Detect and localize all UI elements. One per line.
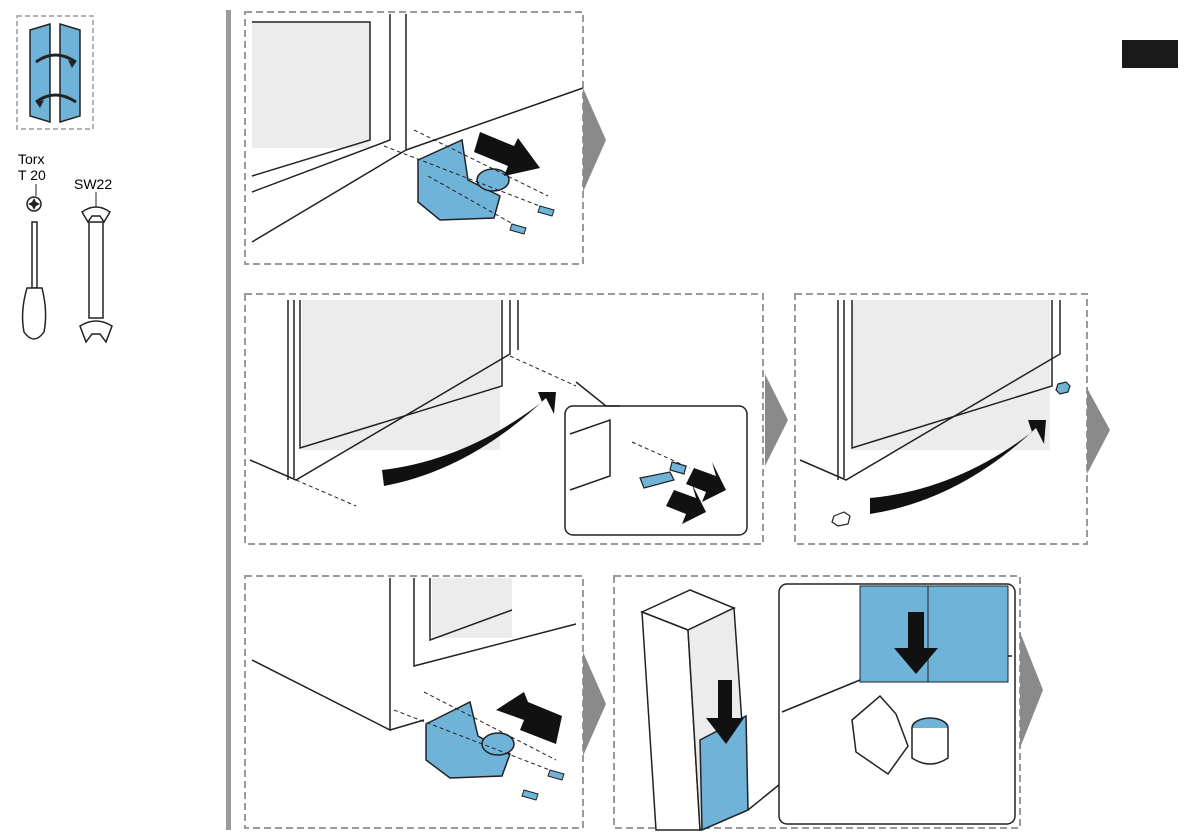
wrench-label: SW22 xyxy=(74,177,112,191)
next-step-arrow-icon xyxy=(1087,388,1110,474)
step-panel-5 xyxy=(614,576,1043,830)
open-end-wrench-icon xyxy=(80,192,112,342)
torx-screwdriver-icon xyxy=(23,184,46,339)
torx-label-line2: T 20 xyxy=(18,168,46,182)
step-panel-2 xyxy=(245,294,788,544)
section-tab xyxy=(1122,40,1178,68)
next-step-arrow-icon xyxy=(1020,632,1043,748)
step-panel-4 xyxy=(245,576,606,828)
torx-label-line1: Torx xyxy=(18,152,44,166)
next-step-arrow-icon xyxy=(583,88,606,192)
step-panel-1 xyxy=(245,12,606,264)
step-panel-3 xyxy=(795,294,1110,544)
next-step-arrow-icon xyxy=(583,652,606,756)
next-step-arrow-icon xyxy=(765,374,788,466)
vertical-separator xyxy=(226,10,231,830)
